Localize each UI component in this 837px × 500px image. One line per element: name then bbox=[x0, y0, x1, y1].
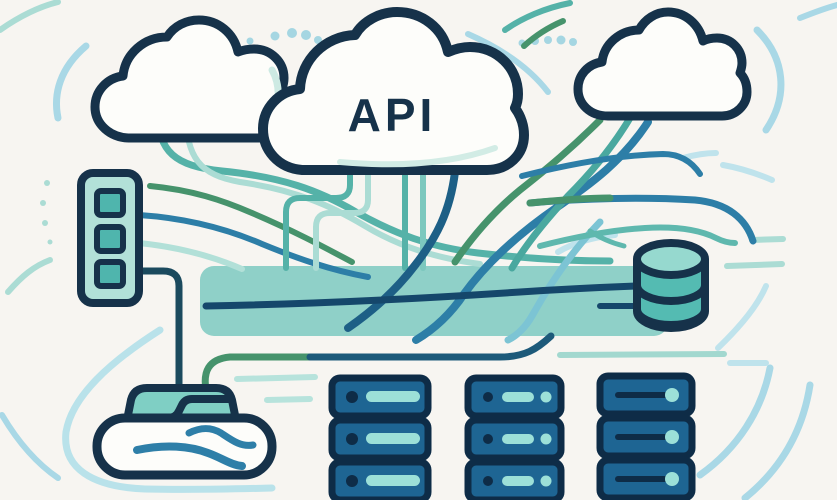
api-label: API bbox=[348, 89, 437, 141]
panel-port-3 bbox=[94, 259, 126, 289]
database-top bbox=[633, 239, 709, 279]
cloud-api: API bbox=[258, 7, 529, 175]
database bbox=[633, 239, 709, 332]
panel-port-2 bbox=[94, 224, 126, 254]
port-panel bbox=[77, 169, 143, 307]
server-rack-middle bbox=[464, 374, 565, 500]
database-segment-line-2 bbox=[633, 308, 709, 329]
storage-step-line bbox=[143, 395, 234, 422]
storage-gateway bbox=[92, 384, 277, 480]
server-rack-right bbox=[596, 372, 696, 500]
cloud-api-shadow bbox=[337, 145, 498, 168]
storage-wave-1 bbox=[185, 425, 257, 449]
storage-wave-2 bbox=[133, 442, 246, 470]
database-segment-line-1 bbox=[633, 284, 709, 305]
panel-port-1 bbox=[94, 188, 126, 218]
cloud-right bbox=[573, 7, 752, 121]
server-rack-left bbox=[328, 374, 432, 500]
